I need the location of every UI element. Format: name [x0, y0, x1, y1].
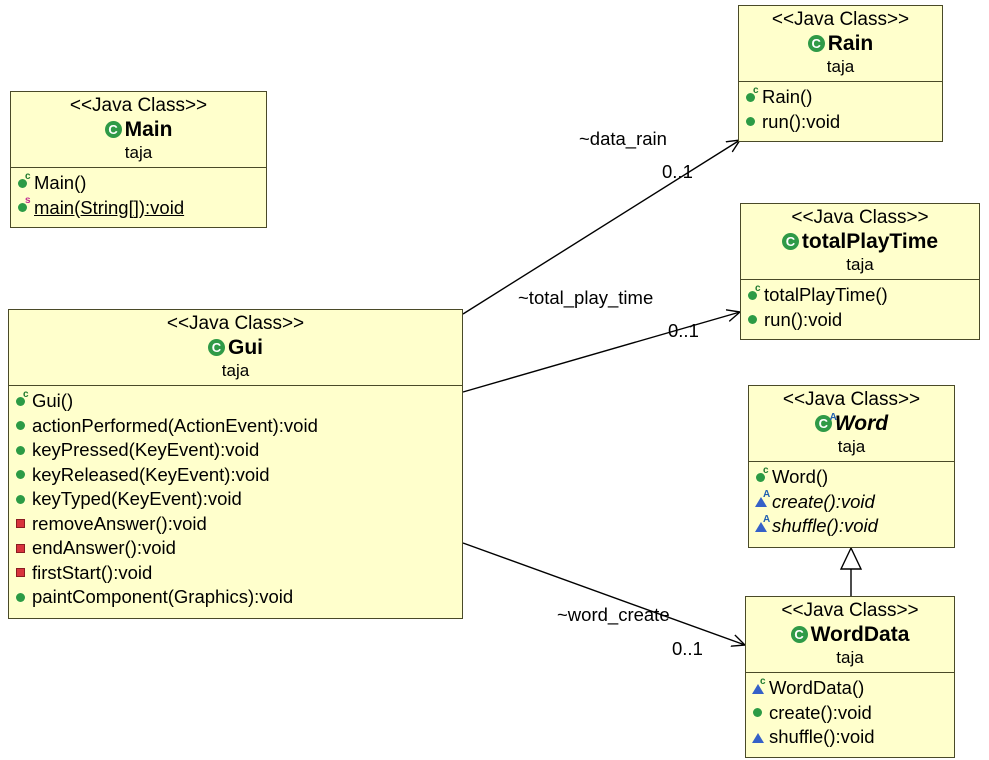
package-label: taja [837, 437, 866, 456]
public-constructor-icon: c [17, 171, 31, 190]
class-icon: C [807, 35, 825, 52]
method-row[interactable]: endAnswer():void [15, 536, 456, 561]
generalization-arrowhead [839, 546, 863, 570]
role-label-total-play-time: ~total_play_time [518, 287, 654, 308]
package-label: taja [124, 143, 153, 162]
method-row[interactable]: keyPressed(KeyEvent):void [15, 438, 456, 463]
public-method-icon [15, 444, 28, 457]
association-word-create-line [462, 542, 745, 645]
public-method-icon [752, 706, 765, 719]
public-method-icon [15, 591, 28, 604]
stereotype-label: <<Java Class>> [771, 9, 910, 30]
public-static-method-icon: s [17, 196, 31, 214]
public-method-icon [15, 419, 28, 432]
stereotype-label: <<Java Class>> [781, 600, 919, 621]
multiplicity-label-word-create: 0..1 [672, 638, 703, 659]
stereotype-label: <<Java Class>> [166, 313, 305, 334]
method-row[interactable]: create():void [752, 701, 948, 726]
class-icon: C [790, 626, 808, 643]
method-row[interactable]: firstStart():void [15, 561, 456, 586]
public-method-icon [745, 115, 758, 128]
stereotype-label: <<Java Class>> [69, 95, 208, 116]
method-row[interactable]: keyTyped(KeyEvent):void [15, 487, 456, 512]
package-abstract-method-icon: A [755, 514, 770, 533]
method-row[interactable]: paintComponent(Graphics):void [15, 585, 456, 610]
public-method-icon [15, 493, 28, 506]
multiplicity-label-data-rain: 0..1 [662, 161, 693, 182]
association-total-play-time-line [462, 312, 740, 393]
association-data-rain-line [462, 140, 740, 315]
package-label: taja [836, 648, 864, 667]
stereotype-label: <<Java Class>> [782, 389, 921, 410]
stereotype-label: <<Java Class>> [791, 207, 929, 228]
method-row[interactable]: run():void [745, 110, 936, 135]
package-abstract-method-icon: A [755, 490, 770, 508]
method-row[interactable]: run():void [747, 308, 973, 333]
public-constructor-icon: c [745, 85, 759, 104]
class-icon: C [208, 339, 225, 356]
private-method-icon [15, 517, 28, 530]
public-method-icon [15, 468, 28, 481]
package-label: taja [221, 361, 250, 380]
public-method-icon [747, 313, 760, 326]
package-label: taja [846, 255, 874, 274]
package-method-icon [752, 731, 765, 744]
class-icon: C [781, 233, 799, 250]
multiplicity-label-total-play-time: 0..1 [668, 320, 699, 341]
method-row[interactable]: shuffle():void [752, 725, 948, 750]
private-method-icon [15, 542, 28, 555]
package-label: taja [826, 57, 855, 76]
private-method-icon [15, 566, 28, 579]
public-constructor-icon: c [15, 389, 29, 408]
method-row[interactable]: actionPerformed(ActionEvent):void [15, 414, 456, 439]
class-icon: C [104, 121, 122, 138]
package-constructor-icon: c [752, 676, 766, 695]
role-label-data-rain: ~data_rain [579, 128, 667, 149]
method-row[interactable]: keyReleased(KeyEvent):void [15, 463, 456, 488]
role-label-word-create: ~word_create [557, 604, 670, 625]
public-constructor-icon: c [755, 465, 769, 484]
public-constructor-icon: c [747, 283, 761, 302]
method-row[interactable]: removeAnswer():void [15, 512, 456, 537]
